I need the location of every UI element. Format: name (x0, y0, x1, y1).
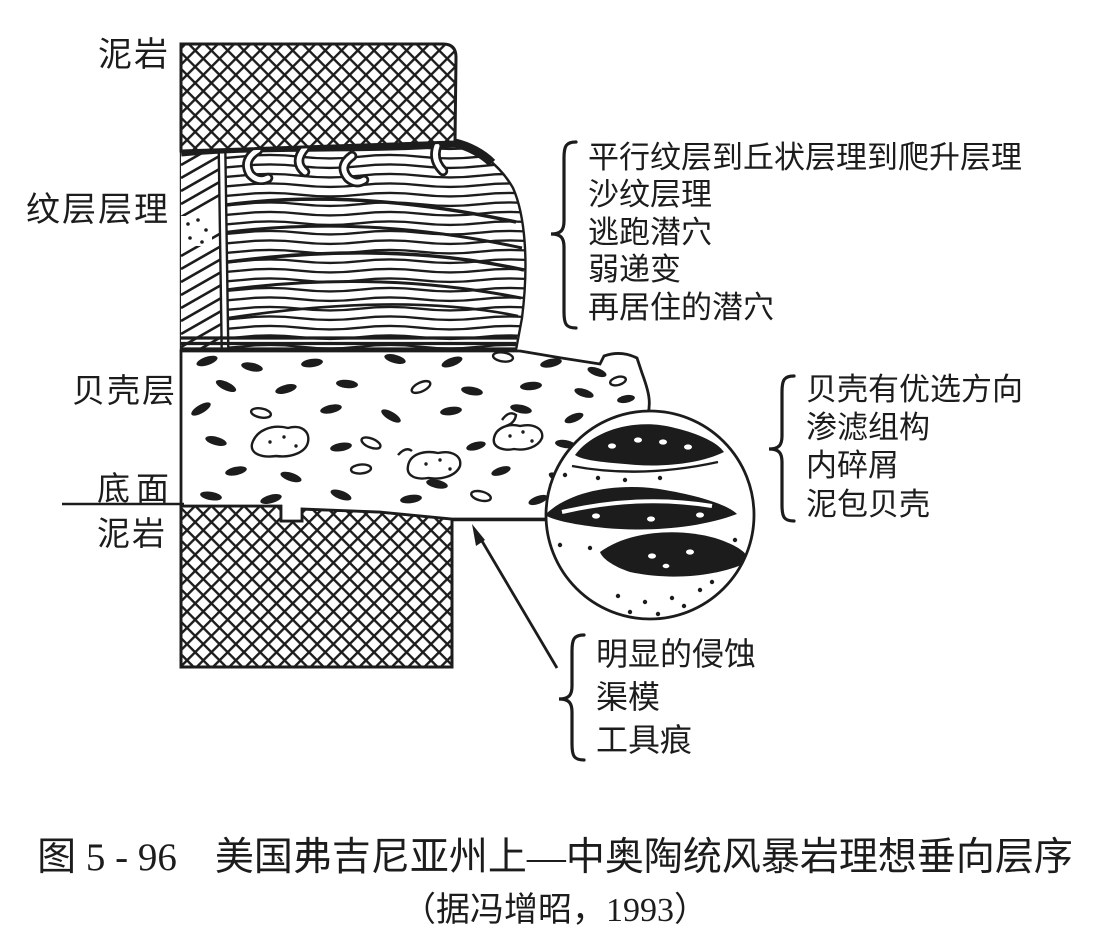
annotation-shell-features: 贝壳有优选方向 渗滤组构 内碎屑 泥包贝壳 (806, 371, 1023, 524)
intraclasts (250, 424, 544, 480)
annotation-line: 逃跑潜穴 (588, 214, 712, 250)
label-laminated-bedding: 纹层层理 (26, 192, 170, 229)
top-mudstone-block (179, 42, 458, 153)
annotation-line: 泥包贝壳 (806, 486, 930, 522)
figure-source: （据冯增昭，1993） (402, 892, 708, 929)
annotation-line: 明显的侵蚀 (596, 636, 757, 672)
figure-caption: 图 5 - 96 美国弗吉尼亚州上—中奥陶统风暴岩理想垂向层序 (0, 826, 1110, 882)
bottom-mudstone-block (179, 504, 454, 669)
annotation-line: 沙纹层理 (588, 177, 712, 213)
annotation-line: 平行纹层到丘状层理到爬升层理 (588, 140, 1022, 175)
magnifier-circle (544, 409, 756, 621)
laminated-bed (179, 138, 527, 352)
label-mudstone-top: 泥岩 (98, 37, 170, 74)
annotation-line: 再居住的潜穴 (588, 289, 774, 325)
brace-base-features (558, 633, 586, 762)
figure-number: 图 5 - 96 (37, 836, 177, 879)
annotation-line: 工具痕 (596, 722, 693, 758)
annotation-base-features: 明显的侵蚀 渠模 工具痕 (596, 633, 756, 762)
annotation-laminated-features: 平行纹层到丘状层理到爬升层理 沙纹层理 逃跑潜穴 弱递变 再居住的潜穴 (588, 139, 1022, 326)
brace-laminated-features (550, 140, 578, 330)
annotation-line: 贝壳有优选方向 (806, 372, 1023, 407)
annotation-line: 渗滤组构 (806, 410, 930, 446)
annotation-line: 内碎屑 (806, 448, 899, 484)
shell-fragments (191, 351, 635, 506)
annotation-line: 弱递变 (588, 252, 681, 288)
magnified-shells (546, 424, 749, 577)
annotation-line: 渠模 (596, 679, 661, 715)
figure-title: 美国弗吉尼亚州上—中奥陶统风暴岩理想垂向层序 (214, 836, 1073, 879)
label-mudstone-bottom: 泥岩 (97, 517, 167, 553)
stratigraphic-column-drawing (62, 42, 796, 762)
erosion-arrow (472, 524, 559, 669)
label-shell-layer: 贝壳层 (72, 374, 177, 410)
escape-burrows (242, 140, 449, 188)
label-bottom-surface: 底面 (97, 472, 175, 508)
brace-shell-features (768, 374, 796, 523)
